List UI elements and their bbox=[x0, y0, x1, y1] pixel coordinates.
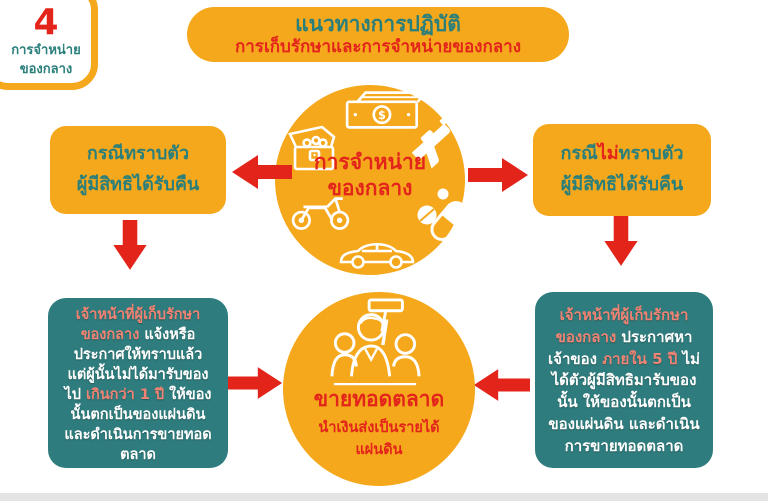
arrow-unknown-detail-to-auction bbox=[472, 366, 530, 404]
section-number-badge: 4 การจำหน่าย ของกลาง bbox=[0, 0, 98, 90]
auction-people-icon bbox=[323, 298, 427, 390]
arrow-unknown-down bbox=[603, 216, 639, 268]
center-circle-label: การจำหน่าย ของกลาง bbox=[313, 150, 427, 201]
auction-subtitle: นำเงินส่งเป็นรายได้ แผ่นดิน bbox=[318, 420, 440, 458]
case-known-line1: กรณีทราบตัว bbox=[86, 143, 190, 165]
auction-title: ขายทอดตลาด bbox=[313, 387, 445, 411]
case-known-box: กรณีทราบตัว ผู้มีสิทธิได้รับคืน bbox=[50, 126, 226, 214]
motorcycle-icon bbox=[290, 191, 352, 231]
car-icon bbox=[337, 235, 417, 269]
treasure-chest-icon bbox=[287, 123, 341, 175]
svg-text:$: $ bbox=[378, 109, 386, 122]
page-subtitle: การเก็บรักษาและการจำหน่ายของกลาง bbox=[234, 36, 522, 57]
section-label-line1: การจำหน่าย bbox=[11, 42, 81, 58]
known-detail-text: เจ้าหน้าที่ผู้เก็บรักษาของกลาง แจ้งหรือป… bbox=[64, 307, 212, 463]
pills-icon bbox=[415, 185, 469, 243]
case-unknown-text: กรณีไม่ทราบตัวผู้มีสิทธิได้รับคืน bbox=[560, 143, 684, 195]
slide-bottom-strip bbox=[0, 493, 768, 501]
page-title: แนวทางการปฏิบัติ bbox=[295, 11, 461, 36]
arrow-center-to-known bbox=[228, 152, 294, 192]
section-number: 4 bbox=[33, 1, 59, 43]
section-label-line2: ของกลาง bbox=[19, 62, 73, 77]
auction-circle: ขายทอดตลาด นำเงินส่งเป็นรายได้ แผ่นดิน bbox=[283, 292, 475, 486]
case-known-line2: ผู้มีสิทธิได้รับคืน bbox=[76, 174, 200, 195]
case-unknown-box: กรณีไม่ทราบตัวผู้มีสิทธิได้รับคืน bbox=[533, 124, 711, 216]
arrow-center-to-unknown bbox=[466, 155, 532, 195]
unknown-detail-box: เจ้าหน้าที่ผู้เก็บรักษาของกลาง ประกาศหาเ… bbox=[535, 292, 713, 468]
unknown-detail-text: เจ้าหน้าที่ผู้เก็บรักษาของกลาง ประกาศหาเ… bbox=[548, 306, 700, 455]
banknote-icon: $ bbox=[341, 89, 431, 131]
arrow-known-detail-to-auction bbox=[226, 364, 284, 402]
revolver-gun-icon bbox=[406, 115, 460, 169]
known-detail-box: เจ้าหน้าที่ผู้เก็บรักษาของกลาง แจ้งหรือป… bbox=[48, 298, 228, 468]
arrow-known-down bbox=[112, 220, 148, 272]
seized-property-circle: $ bbox=[275, 85, 468, 275]
header-banner: แนวทางการปฏิบัติ การเก็บรักษาและการจำหน่… bbox=[187, 7, 569, 62]
